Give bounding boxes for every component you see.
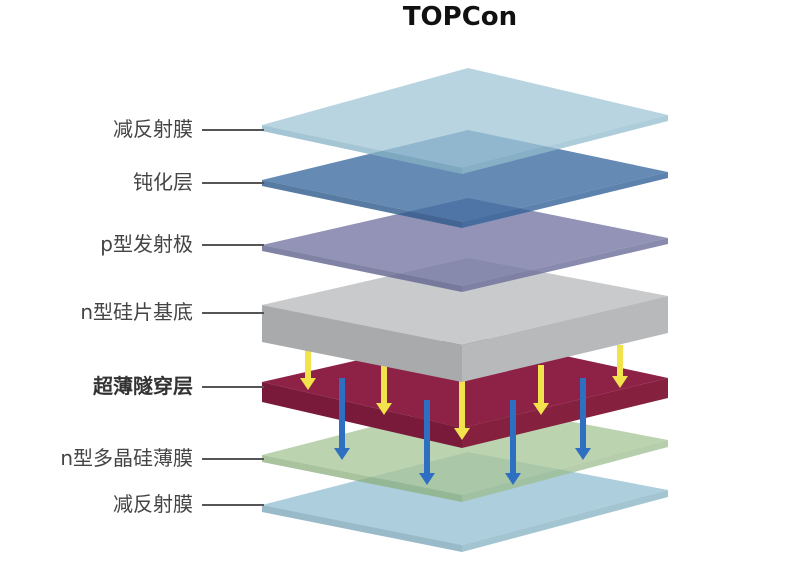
blue-arrow xyxy=(334,378,350,460)
blue-arrow xyxy=(575,378,591,460)
yellow-arrow xyxy=(454,380,470,440)
leader-arc-top xyxy=(202,129,264,131)
leader-p-emitter xyxy=(202,244,264,246)
label-n-substrate: n型硅片基底 xyxy=(80,300,193,324)
yellow-arrow xyxy=(533,365,549,415)
label-p-emitter: p型发射极 xyxy=(100,232,193,256)
layer-n-poly xyxy=(262,402,668,502)
carrier-arrows xyxy=(300,345,628,485)
layer-arc-top xyxy=(262,68,668,174)
leader-arc-bottom xyxy=(202,504,264,506)
layer-n-substrate xyxy=(262,258,668,382)
leader-n-poly xyxy=(202,458,264,460)
diagram-title: TOPCon xyxy=(402,2,518,32)
leader-passivation xyxy=(202,182,264,184)
blue-arrow xyxy=(505,400,521,485)
label-arc-bottom: 减反射膜 xyxy=(113,492,193,516)
label-arc-top: 减反射膜 xyxy=(113,117,193,141)
label-tunnel: 超薄隧穿层 xyxy=(93,374,193,398)
label-passivation: 钝化层 xyxy=(133,170,193,194)
yellow-arrow xyxy=(612,345,628,388)
yellow-arrow xyxy=(300,345,316,390)
leader-tunnel xyxy=(202,386,264,388)
label-n-poly: n型多晶硅薄膜 xyxy=(60,446,193,470)
blue-arrow xyxy=(419,400,435,485)
layer-p-emitter xyxy=(262,198,668,292)
yellow-arrow xyxy=(376,360,392,415)
layer-passivation xyxy=(262,130,668,228)
leader-n-substrate xyxy=(202,312,264,314)
